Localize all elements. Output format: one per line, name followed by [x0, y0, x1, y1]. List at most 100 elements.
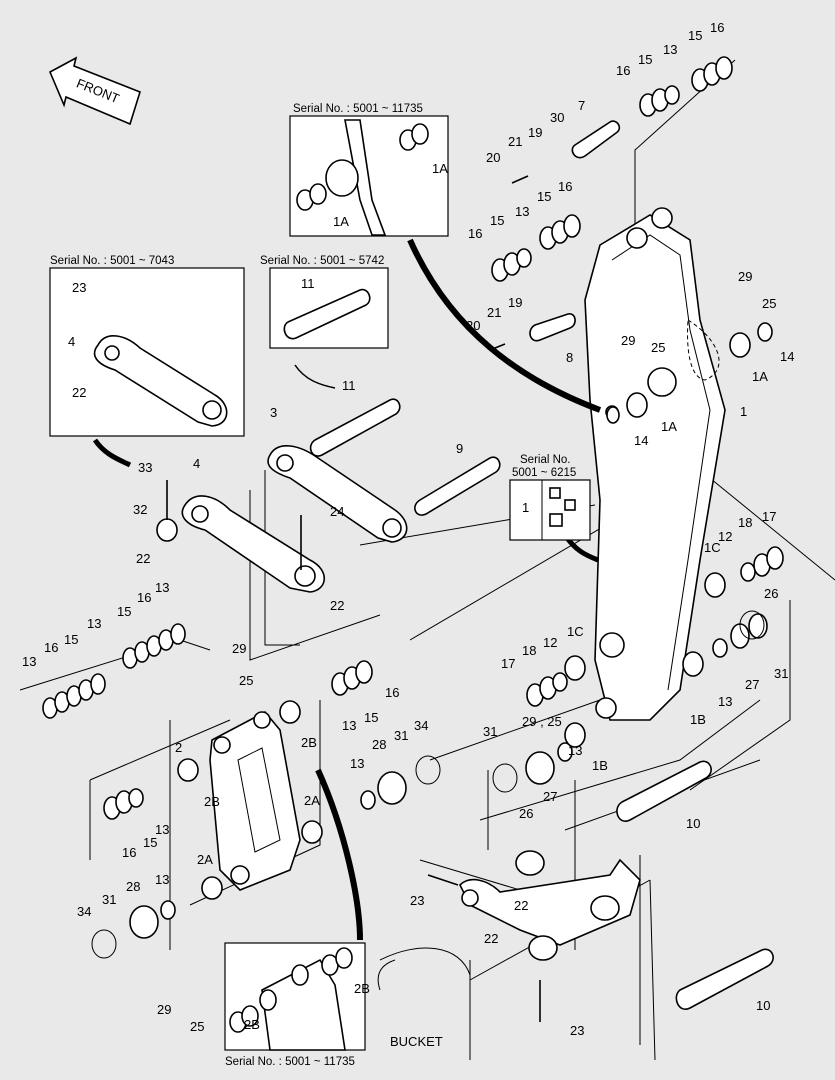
callout-13: 13: [22, 654, 36, 669]
callout-19: 19: [528, 125, 542, 140]
callout-10: 10: [756, 998, 770, 1013]
pin-10-upper: [616, 760, 712, 822]
callout-13: 13: [718, 694, 732, 709]
callout-15: 15: [64, 632, 78, 647]
callout-16: 16: [385, 685, 399, 700]
inset-right-caption-1: Serial No.: [520, 454, 571, 466]
callout-1: 1: [740, 404, 747, 419]
inset-mid-caption: Serial No. : 5001 ~ 5742: [260, 255, 384, 267]
callout-2B: 2B: [204, 794, 220, 809]
callout-13: 13: [515, 204, 529, 219]
inset-left-caption: Serial No. : 5001 ~ 7043: [50, 255, 174, 267]
callout-25: 25: [762, 296, 776, 311]
callout-12: 12: [718, 529, 732, 544]
callout-16: 16: [137, 590, 151, 605]
inset-top: Serial No. : 5001 ~ 11735: [289, 103, 449, 237]
callout-21: 21: [487, 305, 501, 320]
callout-7: 7: [578, 98, 585, 113]
inset-bottom-caption: Serial No. : 5001 ~ 11735: [225, 1056, 355, 1068]
pin-7: [571, 120, 621, 159]
callout-14: 14: [634, 433, 648, 448]
pin-8: [529, 313, 576, 342]
callout-12: 12: [543, 635, 557, 650]
callout-21: 21: [508, 134, 522, 149]
callout-34: 34: [77, 904, 91, 919]
callout-22: 22: [72, 385, 86, 400]
callout-16: 16: [616, 63, 630, 78]
callout-27: 27: [543, 789, 557, 804]
bucket-bracket: [459, 850, 641, 961]
inset-left: Serial No. : 5001 ~ 7043: [49, 255, 245, 437]
callout-labels: 1615131516730211920161513151629251921202…: [22, 20, 794, 1038]
callout-8: 8: [566, 350, 573, 365]
callout-19: 19: [508, 295, 522, 310]
callout-33: 33: [138, 460, 152, 475]
callout-15: 15: [143, 835, 157, 850]
callout-22: 22: [514, 898, 528, 913]
bucket-hose: [377, 947, 471, 991]
callout-18: 18: [522, 643, 536, 658]
link-2: [209, 710, 301, 891]
callout-1B: 1B: [690, 712, 706, 727]
callout-20: 20: [486, 150, 500, 165]
callout-20: 20: [466, 318, 480, 333]
callout-15: 15: [688, 28, 702, 43]
callout-13: 13: [87, 616, 101, 631]
callout-4: 4: [68, 334, 75, 349]
callout-15: 15: [638, 52, 652, 67]
callout-13: 13: [155, 822, 169, 837]
pin-11: [309, 398, 401, 457]
callout-25: 25: [239, 673, 253, 688]
callout-15: 15: [117, 604, 131, 619]
boom-arm: [584, 207, 726, 721]
callout-13: 13: [663, 42, 677, 57]
washers-and-bushings: [42, 56, 784, 1022]
callout-15: 15: [490, 213, 504, 228]
callout-2B: 2B: [244, 1017, 260, 1032]
callout-13: 13: [568, 743, 582, 758]
callout-31: 31: [483, 724, 497, 739]
callout-13: 13: [155, 872, 169, 887]
front-arrow-icon: FRONT: [48, 56, 141, 126]
callout-29: 29: [621, 333, 635, 348]
callout-29-25: 29 , 25: [522, 714, 562, 729]
callout-23: 23: [410, 893, 424, 908]
callout-30: 30: [550, 110, 564, 125]
callout-25: 25: [190, 1019, 204, 1034]
callout-29: 29: [738, 269, 752, 284]
callout-16: 16: [558, 179, 572, 194]
callout-2A: 2A: [304, 793, 320, 808]
callout-26: 26: [764, 586, 778, 601]
callout-31: 31: [774, 666, 788, 681]
callout-28: 28: [372, 737, 386, 752]
callout-2B: 2B: [354, 981, 370, 996]
callout-23: 23: [570, 1023, 584, 1038]
callout-34: 34: [414, 718, 428, 733]
callout-22: 22: [330, 598, 344, 613]
callout-2: 2: [175, 740, 182, 755]
callout-31: 31: [102, 892, 116, 907]
callout-29: 29: [157, 1002, 171, 1017]
callout-10: 10: [686, 816, 700, 831]
callout-17: 17: [762, 509, 776, 524]
callout-1B: 1B: [592, 758, 608, 773]
callout-26: 26: [519, 806, 533, 821]
callout-16: 16: [468, 226, 482, 241]
callout-13: 13: [155, 580, 169, 595]
callout-23: 23: [72, 280, 86, 295]
callout-16: 16: [122, 845, 136, 860]
callout-25: 25: [651, 340, 665, 355]
callout-17: 17: [501, 656, 515, 671]
callout-11: 11: [301, 276, 315, 291]
callout-24: 24: [330, 504, 344, 519]
pin-9: [414, 456, 501, 516]
callout-1C: 1C: [704, 540, 721, 555]
reference-arcs: [92, 238, 602, 941]
inset-right: Serial No. 5001 ~ 6215: [509, 454, 591, 541]
callout-4: 4: [193, 456, 200, 471]
callout-16: 16: [710, 20, 724, 35]
callout-11: 11: [342, 378, 356, 393]
pin-10-lower: [675, 948, 774, 1010]
